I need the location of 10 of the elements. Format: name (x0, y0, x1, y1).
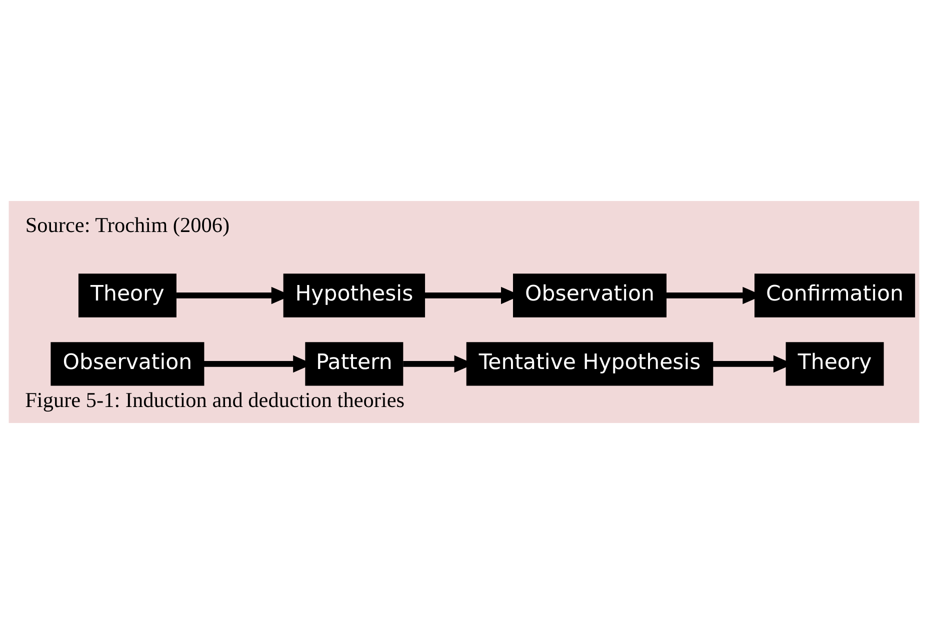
node-box: Tentative Hypothesis (466, 342, 714, 386)
node-box: Theory (786, 342, 884, 386)
caption: Figure 5-1: Induction and deduction theories (25, 387, 405, 412)
node-box: Theory (78, 273, 176, 317)
label: Source: Trochim (2006) (25, 212, 230, 237)
node-box: Pattern (305, 342, 404, 386)
node-box: Confirmation (754, 273, 916, 317)
node-box: Hypothesis (283, 273, 426, 317)
node-box: Observation (50, 342, 204, 386)
node-box: Observation (513, 273, 667, 317)
